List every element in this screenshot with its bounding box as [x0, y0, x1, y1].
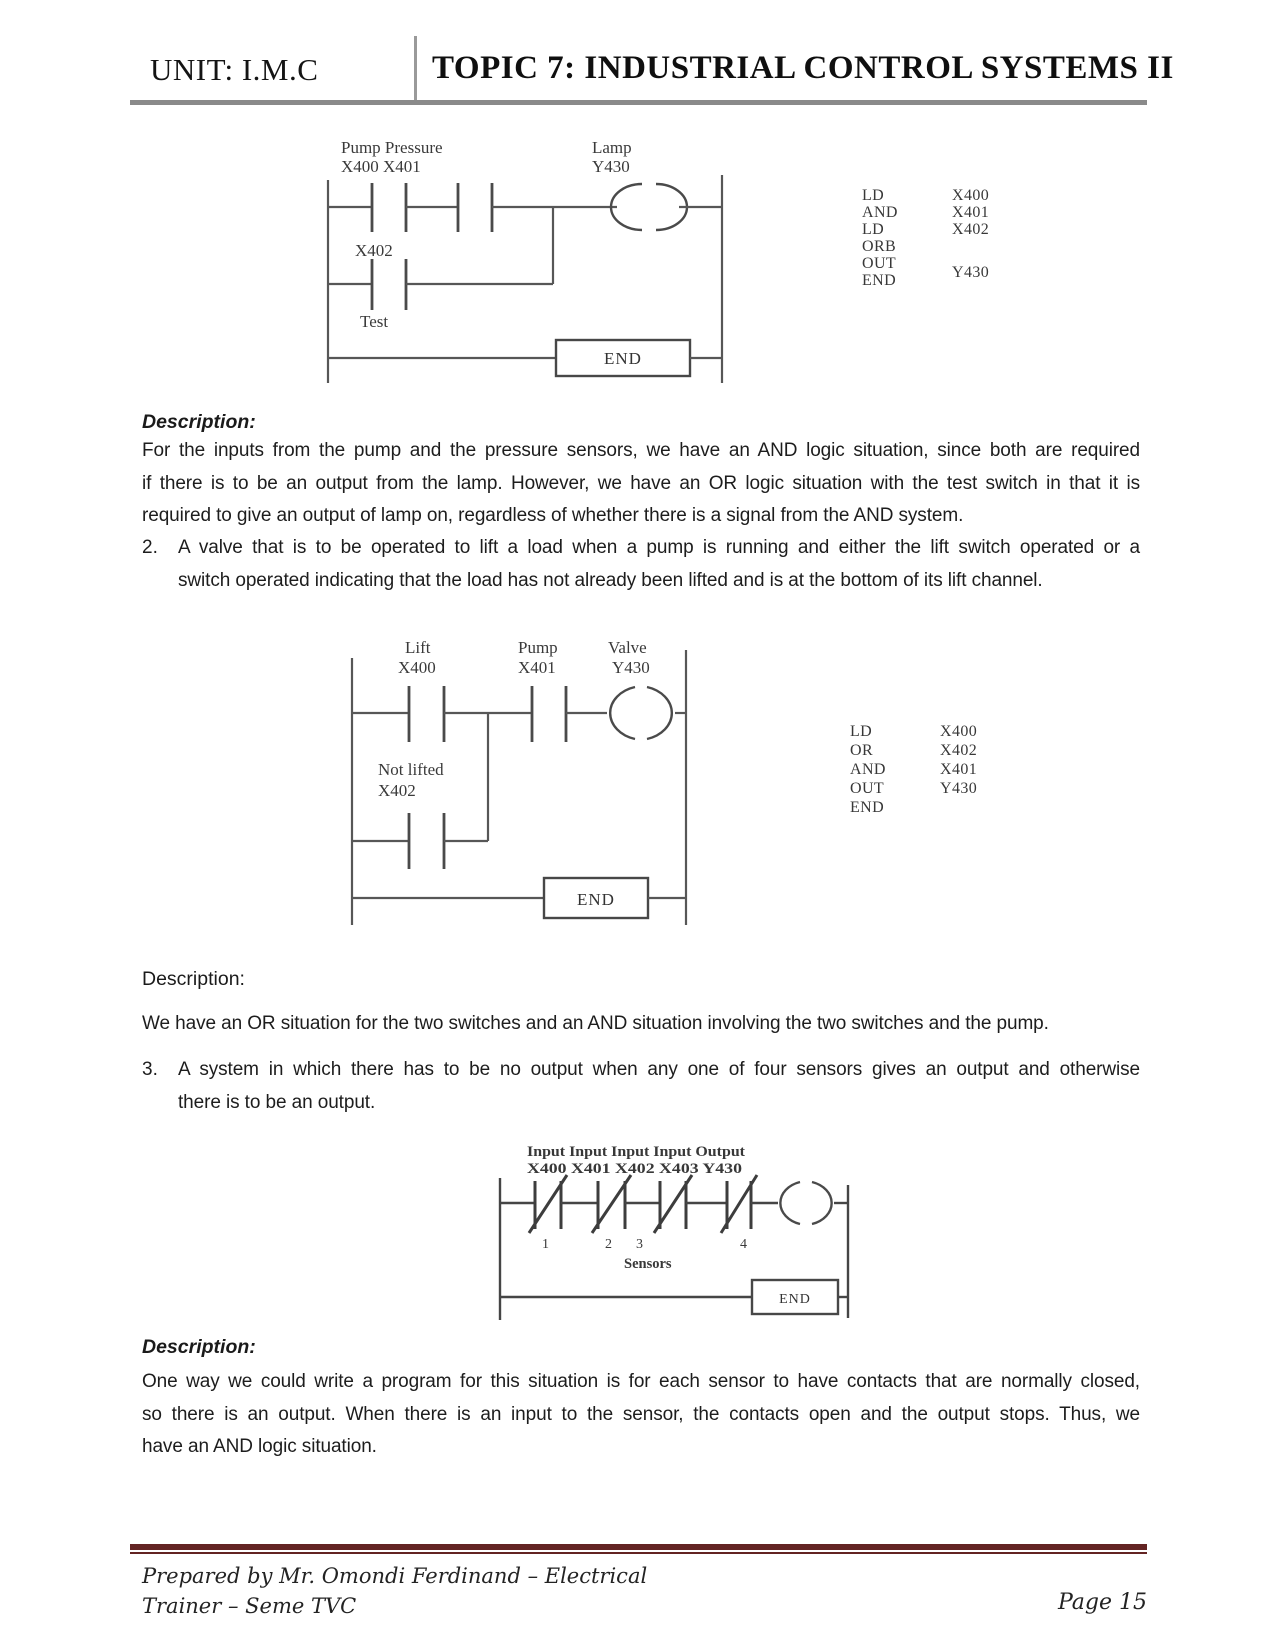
description-paragraph-2: We have an OR situation for the two swit…	[142, 1008, 1140, 1041]
numbered-item-3: 3. A system in which there has to be no …	[142, 1054, 1140, 1119]
footer-author-line-2: Trainer – Seme TVC	[142, 1594, 357, 1618]
io-names-label: Input Input Input Input Output	[527, 1144, 745, 1160]
io-addresses-label: X400 X401 X402 X403 Y430	[527, 1161, 742, 1177]
ladder-diagram-3: Input Input Input Input Output X400 X401…	[498, 1144, 850, 1320]
branch-label: Not lifted	[378, 760, 444, 779]
description-paragraph-3: One way we could write a program for thi…	[142, 1366, 1140, 1464]
branch-address: X402	[355, 241, 393, 260]
ladder-diagram-1: Pump Pressure X400 X401 Lamp Y430 X402 T…	[326, 138, 724, 383]
paragraph-line: if there is to be an output from the lam…	[142, 472, 1140, 494]
paragraph-line: there is to be an output.	[178, 1091, 376, 1113]
nc-slash	[527, 1174, 569, 1234]
instruction-row: ORB	[862, 238, 897, 255]
valve-label: Valve	[608, 638, 647, 657]
output-coil-valve	[609, 685, 636, 741]
nc-slash	[719, 1174, 759, 1234]
item-number: 3.	[142, 1059, 158, 1080]
item-number: 2.	[142, 537, 158, 558]
output-coil-y430	[779, 1180, 801, 1226]
header-rule	[130, 100, 1147, 105]
ladder-diagram-2: Lift X400 Pump X401 Valve Y430 Not lifte…	[350, 638, 688, 925]
description-heading-1: Description:	[142, 411, 256, 433]
page-title: TOPIC 7: INDUSTRIAL CONTROL SYSTEMS II	[432, 50, 1174, 86]
numbered-item-2: 2. A valve that is to be operated to lif…	[142, 532, 1140, 597]
description-heading-3: Description:	[142, 1336, 256, 1358]
paragraph-line: so there is an output. When there is an …	[142, 1403, 1140, 1425]
paragraph-line: A system in which there has to be no out…	[178, 1059, 1140, 1080]
paragraph-line: One way we could write a program for thi…	[142, 1371, 1140, 1392]
nc-slash	[590, 1174, 633, 1234]
branch-label: Test	[360, 312, 388, 331]
output-coil-valve	[646, 685, 673, 741]
sensors-label: Sensors	[624, 1256, 672, 1272]
paragraph-line: required to give an output of lamp on, r…	[142, 505, 964, 526]
sensor-number-4: 4	[740, 1237, 747, 1252]
unit-label: UNIT: I.M.C	[150, 52, 319, 87]
description-heading-2: Description:	[142, 968, 245, 990]
lift-address: X400	[398, 658, 436, 677]
contacts-address: X400 X401	[341, 157, 421, 176]
valve-address: Y430	[612, 658, 650, 677]
header-divider	[414, 36, 417, 100]
paragraph-line: switch operated indicating that the load…	[178, 569, 1043, 591]
paragraph-line: A valve that is to be operated to lift a…	[178, 537, 1140, 558]
coil-label: Lamp	[592, 138, 632, 157]
paragraph-line: We have an OR situation for the two swit…	[142, 1013, 1049, 1034]
pump-address: X401	[518, 658, 556, 677]
pump-label: Pump	[518, 638, 558, 657]
end-label: END	[779, 1292, 811, 1307]
description-paragraph-1: For the inputs from the pump and the pre…	[142, 435, 1140, 533]
paragraph-line: For the inputs from the pump and the pre…	[142, 440, 1140, 461]
sensor-number-3: 3	[636, 1237, 643, 1252]
page-number: Page 15	[1057, 1590, 1147, 1615]
end-label: END	[604, 349, 642, 368]
branch-address: X402	[378, 781, 416, 800]
lift-label: Lift	[405, 638, 431, 657]
contacts-label: Pump Pressure	[341, 138, 443, 157]
output-coil-lamp	[609, 182, 643, 232]
nc-slash	[652, 1174, 694, 1234]
output-coil-y430	[811, 1180, 833, 1226]
end-label: END	[577, 890, 615, 909]
paragraph-line: have an AND logic situation.	[142, 1436, 377, 1457]
instruction-row: END	[850, 799, 885, 816]
footer-author-line-1: Prepared by Mr. Omondi Ferdinand – Elect…	[142, 1564, 648, 1588]
instruction-row: END	[862, 272, 897, 289]
sensor-number-1: 1	[542, 1237, 549, 1252]
coil-address: Y430	[592, 157, 630, 176]
sensor-number-2: 2	[605, 1237, 612, 1252]
footer-rule	[130, 1544, 1147, 1554]
